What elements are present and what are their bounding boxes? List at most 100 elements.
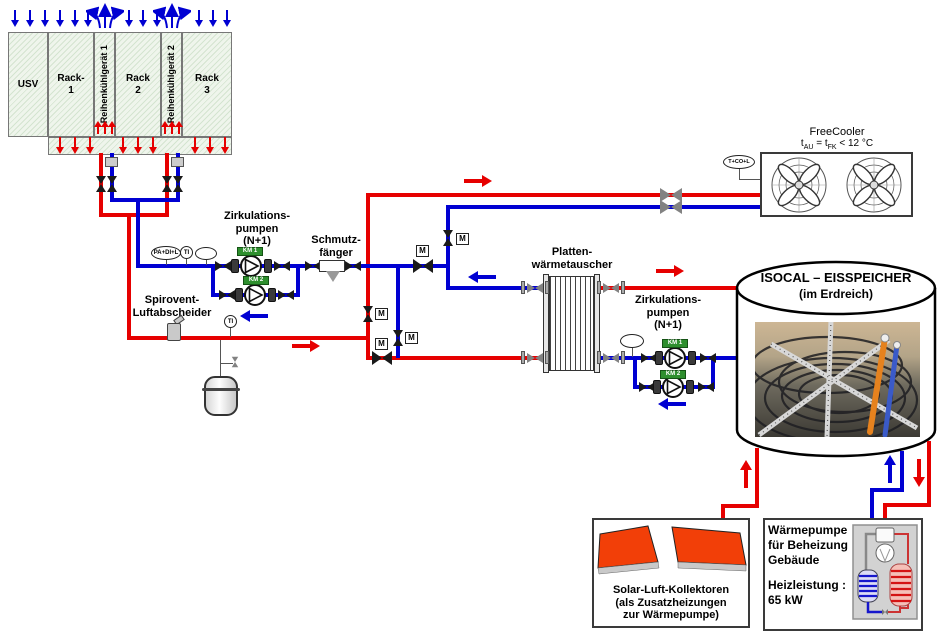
pipe bbox=[366, 356, 551, 360]
coupling-icon bbox=[686, 380, 694, 394]
expansion-vessel-band bbox=[202, 388, 240, 391]
pipe bbox=[721, 504, 725, 518]
valve-icon bbox=[215, 261, 231, 271]
coupling-icon bbox=[655, 351, 663, 365]
heat-pump-schematic-icon bbox=[852, 524, 918, 620]
pipe bbox=[211, 266, 215, 297]
pipe bbox=[446, 286, 551, 290]
pipe bbox=[633, 358, 637, 389]
valve-icon bbox=[698, 382, 714, 392]
underfloor-plenum bbox=[48, 137, 232, 155]
pipe bbox=[366, 193, 760, 197]
hx-end-plate bbox=[594, 274, 600, 373]
coupling-icon bbox=[268, 288, 276, 302]
pipe bbox=[446, 205, 760, 209]
strainer-funnel bbox=[326, 271, 340, 282]
pipe bbox=[99, 213, 169, 217]
flow-arrow bbox=[913, 459, 925, 487]
expansion-vessel-icon bbox=[204, 376, 238, 416]
valve-icon bbox=[278, 290, 294, 300]
pipe bbox=[927, 441, 931, 507]
freecooler-box bbox=[760, 152, 913, 217]
pipe bbox=[870, 488, 904, 492]
pipe bbox=[136, 198, 140, 268]
pipe bbox=[110, 198, 180, 202]
freecooler-formula: tAU = tFK < 12 °C bbox=[800, 138, 874, 151]
solar-collectors-label: Solar-Luft-Kollektoren (als Zusatzheizun… bbox=[612, 584, 730, 622]
pipe bbox=[870, 488, 874, 518]
temp-indicator-instrument: TI bbox=[180, 246, 193, 259]
pipe bbox=[711, 358, 715, 389]
valve-icon bbox=[700, 353, 716, 363]
valve-icon bbox=[173, 176, 183, 192]
coupling-icon bbox=[235, 288, 243, 302]
gauge-label: PA+DI+L bbox=[153, 250, 179, 256]
motor-valve-icon bbox=[363, 306, 373, 322]
solar-collectors-box bbox=[592, 518, 750, 628]
valve-icon bbox=[274, 261, 290, 271]
cooling-unit1-column: Reihenkühlgerät 1 bbox=[94, 32, 115, 137]
motor-valve-icon bbox=[413, 259, 433, 273]
hx-end-plate bbox=[543, 274, 549, 373]
ti-label: TI bbox=[183, 249, 190, 256]
heat-pump-label: Wärmepumpe für Beheizung Gebäude bbox=[768, 523, 848, 567]
cooling-unit1-label: Reihenkühlgerät 1 bbox=[99, 45, 110, 124]
flow-arrow bbox=[240, 310, 268, 322]
pipe bbox=[883, 503, 931, 507]
ice-storage-tank bbox=[735, 260, 937, 458]
pump-icon bbox=[662, 376, 684, 398]
pumps-left-label: Zirkulations- pumpen (N+1) bbox=[223, 210, 290, 248]
temp-indicator-instrument: TI bbox=[224, 315, 237, 328]
freecooler-title: FreeCooler bbox=[809, 126, 865, 138]
valve-icon bbox=[527, 353, 543, 363]
safety-valve-icon bbox=[231, 356, 239, 368]
pipe bbox=[127, 215, 131, 338]
pipe bbox=[755, 448, 759, 508]
pump-tag: KM 2 bbox=[660, 370, 686, 379]
sensor-device-icon bbox=[105, 157, 118, 167]
plate-heat-exchanger-icon bbox=[549, 276, 594, 371]
motor-label: M bbox=[416, 245, 429, 257]
pipe bbox=[366, 193, 370, 360]
blank-instrument bbox=[195, 247, 217, 260]
pipe bbox=[136, 264, 450, 268]
exhaust-arrows-icon bbox=[153, 3, 191, 29]
collector-panel-icons bbox=[597, 525, 747, 575]
cooling-unit2-column: Reihenkühlgerät 2 bbox=[161, 32, 182, 137]
pump-icon bbox=[240, 255, 262, 277]
valve-icon bbox=[603, 353, 619, 363]
usv-label: USV bbox=[17, 78, 39, 90]
pressure-gauge-instrument: PA+DI+L bbox=[151, 246, 181, 260]
flow-arrow bbox=[292, 340, 320, 352]
pipe bbox=[593, 286, 741, 290]
valve-icon bbox=[162, 176, 172, 192]
pipe bbox=[446, 205, 450, 290]
pump-tag: KM 1 bbox=[237, 247, 263, 256]
ice-storage-title: ISOCAL – EISSPEICHER bbox=[760, 270, 912, 285]
fan-icons bbox=[771, 157, 902, 213]
motor-label: M bbox=[375, 308, 388, 320]
valve-icon bbox=[219, 290, 235, 300]
rack3-column: Rack 3 bbox=[182, 32, 232, 137]
coupling-icon bbox=[688, 351, 696, 365]
heat-exchanger-label: Platten- wärmetauscher bbox=[531, 246, 613, 271]
flow-arrow bbox=[468, 271, 496, 283]
exhaust-arrows-icon bbox=[86, 3, 124, 29]
rack1-label: Rack- 1 bbox=[57, 73, 85, 96]
usv-column: USV bbox=[8, 32, 48, 137]
rack3-label: Rack 3 bbox=[195, 73, 219, 96]
spirovent-label: Spirovent- Luftabscheider bbox=[132, 294, 212, 319]
valve-icon bbox=[660, 188, 682, 202]
ice-storage-subtitle: (im Erdreich) bbox=[798, 287, 873, 301]
flow-arrow bbox=[740, 460, 752, 488]
valve-icon bbox=[527, 283, 543, 293]
valve-icon bbox=[96, 176, 106, 192]
motor-valve-icon bbox=[393, 330, 403, 346]
flow-arrow bbox=[884, 455, 896, 483]
pipe bbox=[127, 336, 370, 340]
flow-arrow bbox=[656, 265, 684, 277]
valve-icon bbox=[603, 283, 619, 293]
pipe bbox=[296, 266, 300, 297]
motor-label: M bbox=[405, 332, 418, 344]
